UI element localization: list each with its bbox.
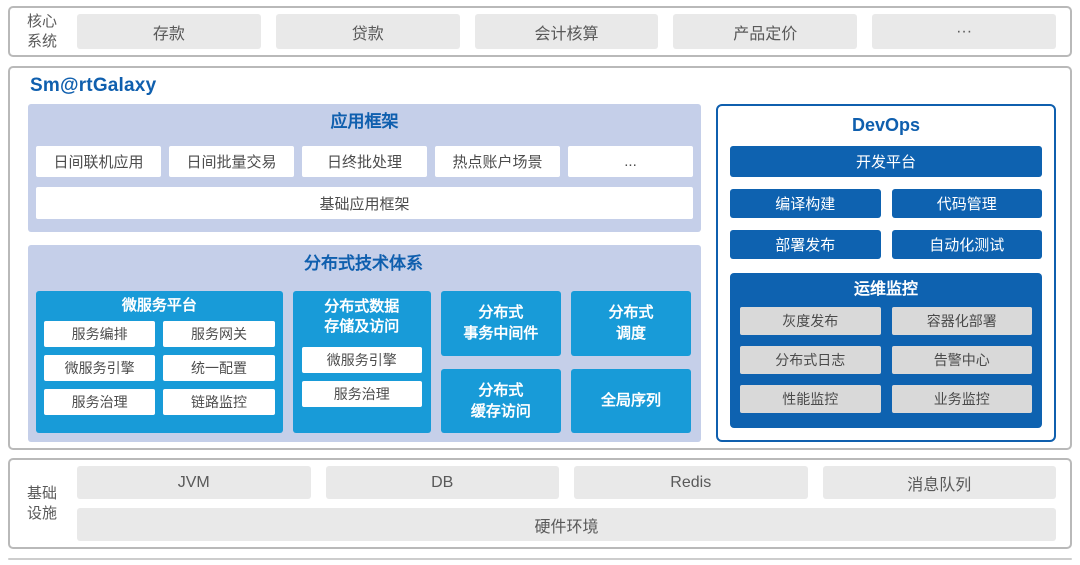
core-systems-panel: 核心 系统 存款 贷款 会计核算 产品定价 ···: [8, 6, 1072, 57]
hardware-environment-bar: 硬件环境: [77, 508, 1056, 541]
storage-item-governance: 服务治理: [301, 381, 422, 407]
app-item-hot-account: 热点账户场景: [435, 146, 560, 177]
micro-item-orchestration: 服务编排: [44, 321, 156, 347]
infra-item-db: DB: [325, 466, 559, 499]
micro-item-tracing: 链路监控: [163, 389, 275, 415]
core-systems-label: 核心 系统: [26, 13, 57, 50]
core-item-deposit: 存款: [77, 14, 261, 49]
microservice-grid: 服务编排 服务网关 微服务引擎 统一配置 服务治理 链路监控: [44, 321, 275, 415]
global-sequence-box: 全局序列: [570, 368, 692, 433]
infrastructure-rows: JVM DB Redis 消息队列 硬件环境: [77, 466, 1056, 541]
app-framework-title: 应用框架: [330, 112, 399, 131]
core-item-loan: 贷款: [275, 14, 460, 49]
ops-item-distributed-log: 分布式日志: [740, 346, 881, 374]
infra-item-mq: 消息队列: [822, 466, 1056, 499]
distributed-storage-cells: 微服务引擎 服务治理: [301, 347, 422, 407]
micro-item-engine: 微服务引擎: [44, 355, 156, 381]
smartgalaxy-title: Sm@rtGalaxy: [30, 75, 157, 96]
distributed-cache-box: 分布式 缓存访问: [440, 368, 561, 433]
app-item-eod-batch: 日终批处理: [302, 146, 427, 177]
ops-item-alert-center: 告警中心: [891, 346, 1032, 374]
app-framework-panel: 应用框架 日间联机应用 日间批量交易 日终批处理 热点账户场景 ... 基础应用…: [28, 104, 701, 232]
distributed-column-4: 分布式 调度 全局序列: [570, 291, 692, 433]
devops-title: DevOps: [851, 115, 921, 135]
infra-item-redis: Redis: [574, 466, 808, 499]
distributed-column-3: 分布式 事务中间件 分布式 缓存访问: [440, 291, 561, 433]
microservice-platform-box: 微服务平台 服务编排 服务网关 微服务引擎 统一配置 服务治理 链路监控: [36, 291, 283, 433]
ops-monitoring-box: 运维监控 灰度发布 容器化部署 分布式日志 告警中心 性能监控 业务监控: [730, 273, 1042, 428]
app-framework-row: 日间联机应用 日间批量交易 日终批处理 热点账户场景 ...: [36, 146, 693, 177]
devops-row-2: 部署发布 自动化测试: [730, 230, 1042, 259]
app-item-daytime-batch: 日间批量交易: [169, 146, 294, 177]
ops-item-biz-monitor: 业务监控: [891, 385, 1032, 413]
ops-item-gray-release: 灰度发布: [740, 307, 881, 335]
ops-item-container-deploy: 容器化部署: [891, 307, 1032, 335]
core-systems-row: 存款 贷款 会计核算 产品定价 ···: [77, 14, 1056, 49]
smartgalaxy-body: 应用框架 日间联机应用 日间批量交易 日终批处理 热点账户场景 ... 基础应用…: [28, 104, 1056, 442]
distributed-scheduler-box: 分布式 调度: [570, 291, 692, 356]
app-base-framework: 基础应用框架: [36, 187, 693, 219]
storage-item-engine: 微服务引擎: [301, 347, 422, 373]
core-item-accounting: 会计核算: [474, 14, 659, 49]
distributed-storage-box: 分布式数据 存储及访问 微服务引擎 服务治理: [292, 291, 431, 433]
microservice-platform-title: 微服务平台: [121, 297, 197, 314]
micro-item-gateway: 服务网关: [163, 321, 275, 347]
core-item-pricing: 产品定价: [673, 14, 858, 49]
distributed-title: 分布式技术体系: [304, 254, 423, 273]
ops-monitoring-grid: 灰度发布 容器化部署 分布式日志 告警中心 性能监控 业务监控: [740, 307, 1032, 413]
distributed-transaction-box: 分布式 事务中间件: [440, 291, 561, 356]
ops-monitoring-title: 运维监控: [853, 281, 918, 298]
infra-item-jvm: JVM: [77, 466, 311, 499]
distributed-grid: 微服务平台 服务编排 服务网关 微服务引擎 统一配置 服务治理 链路监控: [36, 291, 692, 433]
ops-item-perf-monitor: 性能监控: [740, 385, 881, 413]
infrastructure-row: JVM DB Redis 消息队列: [77, 466, 1056, 499]
app-item-daytime-online: 日间联机应用: [36, 146, 161, 177]
devops-item-deploy: 部署发布: [730, 230, 881, 259]
micro-item-config: 统一配置: [163, 355, 275, 381]
core-item-ellipsis: ···: [872, 14, 1056, 49]
devops-item-code-mgmt: 代码管理: [891, 189, 1042, 218]
app-item-ellipsis: ...: [568, 146, 693, 177]
infrastructure-panel: 基础 设施 JVM DB Redis 消息队列 硬件环境: [8, 458, 1072, 549]
devops-item-auto-test: 自动化测试: [891, 230, 1042, 259]
micro-item-governance: 服务治理: [44, 389, 156, 415]
bottom-divider-line: [8, 558, 1072, 560]
distributed-panel: 分布式技术体系 微服务平台 服务编排 服务网关 微服务引擎 统一配置 服务治理 …: [28, 245, 701, 442]
dev-platform-bar: 开发平台: [730, 146, 1042, 177]
devops-row-1: 编译构建 代码管理: [730, 189, 1042, 218]
infrastructure-label: 基础 设施: [26, 485, 57, 522]
left-column: 应用框架 日间联机应用 日间批量交易 日终批处理 热点账户场景 ... 基础应用…: [28, 104, 701, 442]
distributed-storage-title: 分布式数据 存储及访问: [324, 298, 400, 335]
smartgalaxy-panel: Sm@rtGalaxy 应用框架 日间联机应用 日间批量交易 日终批处理 热点账…: [8, 66, 1072, 450]
devops-panel: DevOps 开发平台 编译构建 代码管理 部署发布 自动化测试 运维监控 灰度…: [716, 104, 1056, 442]
devops-item-build: 编译构建: [730, 189, 881, 218]
